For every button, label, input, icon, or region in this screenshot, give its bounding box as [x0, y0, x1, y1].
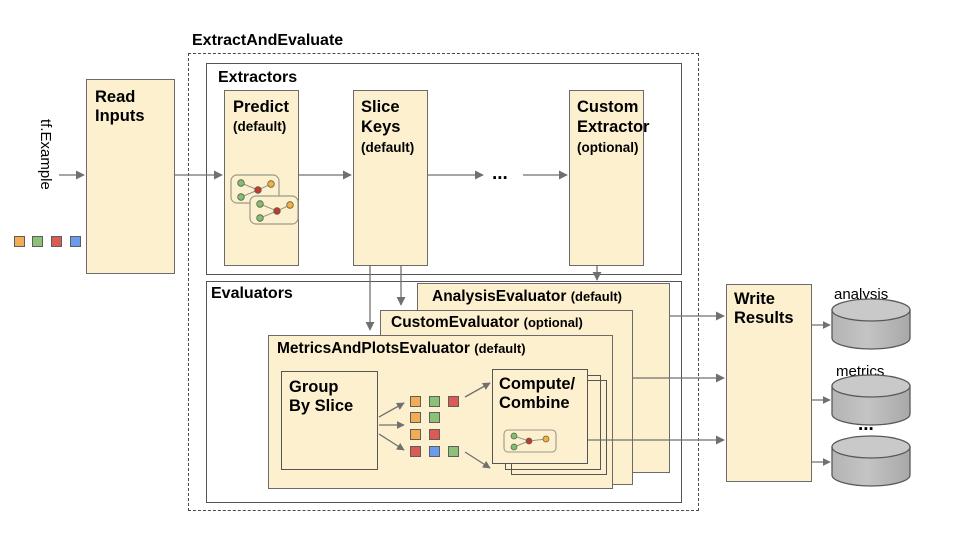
extractor-custom-label-line1: Custom	[577, 98, 639, 116]
extractors-container	[206, 63, 682, 275]
extractor-slice-keys-qualifier: (default)	[361, 140, 415, 155]
analysis-evaluator-title: AnalysisEvaluator (default)	[432, 288, 622, 306]
extractors-ellipsis: ...	[492, 163, 508, 184]
extractor-slice-keys-label-line2: Keys	[361, 118, 401, 136]
extractors-title: Extractors	[218, 69, 298, 86]
evaluators-title: Evaluators	[211, 285, 293, 302]
slice-swatch	[410, 396, 421, 407]
slice-swatch	[410, 412, 421, 423]
metrics-evaluator-name: MetricsAndPlotsEvaluator	[277, 340, 470, 357]
swatch-red	[51, 236, 62, 247]
write-results-box[interactable]	[726, 284, 812, 482]
output-label-analysis: analysis	[834, 286, 889, 303]
extractor-predict-label: Predict	[233, 98, 289, 116]
custom-evaluator-qualifier: (optional)	[523, 315, 583, 330]
analysis-evaluator-name: AnalysisEvaluator	[432, 288, 567, 305]
read-inputs-label-line2: Inputs	[95, 107, 145, 125]
group-by-slice-label-line2: By Slice	[289, 397, 354, 415]
slice-swatch	[410, 446, 421, 457]
extractor-predict-qualifier: (default)	[233, 119, 287, 134]
extractor-custom-box[interactable]	[569, 90, 644, 266]
slice-swatch	[410, 429, 421, 440]
slice-swatch	[429, 446, 440, 457]
compute-combine-label-line1: Compute/	[499, 375, 576, 393]
analysis-evaluator-qualifier: (default)	[570, 289, 622, 304]
cylinder-analysis	[831, 298, 911, 350]
output-label-ellipsis: ...	[858, 414, 874, 435]
extract-and-evaluate-title: ExtractAndEvaluate	[192, 32, 344, 49]
slice-swatch	[448, 446, 459, 457]
compute-combine-graph-icon	[503, 429, 557, 453]
swatch-orange	[14, 236, 25, 247]
slice-swatch	[429, 412, 440, 423]
metrics-evaluator-qualifier: (default)	[474, 341, 526, 356]
extractor-predict-box[interactable]	[224, 90, 299, 266]
custom-evaluator-title: CustomEvaluator (optional)	[391, 314, 583, 332]
extractor-custom-label-line2: Extractor	[577, 118, 650, 136]
swatch-blue	[70, 236, 81, 247]
predict-graph-icon	[230, 174, 299, 225]
custom-evaluator-name: CustomEvaluator	[391, 314, 520, 331]
swatch-green	[32, 236, 43, 247]
group-by-slice-label-line1: Group	[289, 378, 339, 396]
extractor-slice-keys-box[interactable]	[353, 90, 428, 266]
slice-swatch	[429, 429, 440, 440]
group-by-slice-box[interactable]	[281, 371, 378, 470]
metrics-and-plots-evaluator-title: MetricsAndPlotsEvaluator (default)	[277, 340, 526, 358]
evaluators-container	[206, 281, 682, 503]
extract-and-evaluate-container	[188, 53, 699, 511]
slice-swatch	[448, 396, 459, 407]
output-label-metrics: metrics	[836, 363, 885, 380]
write-results-label-line2: Results	[734, 309, 794, 327]
write-results-label-line1: Write	[734, 290, 775, 308]
input-label: tf.Example	[37, 119, 54, 190]
read-inputs-box[interactable]	[86, 79, 175, 274]
compute-combine-box[interactable]	[492, 369, 588, 464]
read-inputs-label-line1: Read	[95, 88, 136, 106]
cylinder-other	[831, 435, 911, 487]
compute-combine-label-line2: Combine	[499, 394, 570, 412]
extractor-custom-qualifier: (optional)	[577, 140, 639, 155]
slice-swatch	[429, 396, 440, 407]
extractor-slice-keys-label-line1: Slice	[361, 98, 400, 116]
